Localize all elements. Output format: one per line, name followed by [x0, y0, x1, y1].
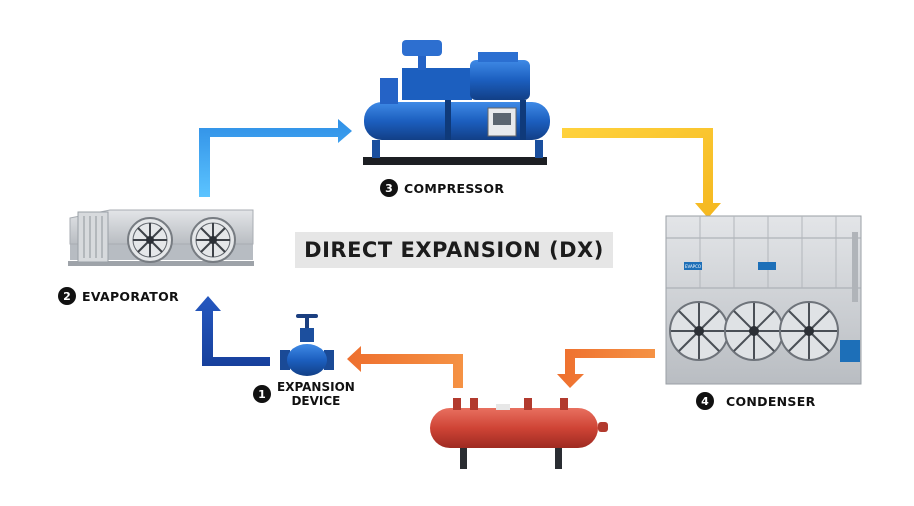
expansion-valve-illustration	[280, 314, 334, 376]
arrow-expansion-to-evaporator	[195, 296, 270, 366]
evaporator-label: 2 EVAPORATOR	[58, 287, 179, 305]
condenser-label: 4 CONDENSER	[696, 392, 816, 410]
arrow-compressor-to-condenser	[562, 128, 721, 218]
expansion-step-badge: 1	[253, 385, 271, 403]
expansion-text-line2: DEVICE	[291, 394, 341, 408]
compressor-text: COMPRESSOR	[404, 180, 505, 196]
condenser-illustration	[665, 215, 862, 385]
condenser-text: CONDENSER	[726, 393, 816, 409]
compressor-label: 3 COMPRESSOR	[380, 179, 504, 197]
evaporator-illustration	[68, 209, 254, 266]
evaporator-step-badge: 2	[58, 287, 76, 305]
arrow-receiver-to-expansion	[347, 346, 463, 388]
arrow-evaporator-to-compressor	[199, 119, 352, 197]
compressor-illustration	[363, 40, 550, 165]
condenser-step-badge: 4	[696, 392, 714, 410]
compressor-step-badge: 3	[380, 179, 398, 197]
evaporator-text: EVAPORATOR	[82, 288, 179, 304]
condenser-brand-plate: EVAPCO	[684, 264, 702, 269]
arrow-condenser-to-receiver	[557, 349, 655, 388]
expansion-text: EXPANSION DEVICE	[277, 380, 355, 408]
expansion-text-line1: EXPANSION	[277, 380, 355, 394]
expansion-device-label: 1 EXPANSION DEVICE	[253, 380, 355, 408]
receiver-tank-illustration	[430, 398, 608, 469]
diagram-title: DIRECT EXPANSION (DX)	[295, 232, 613, 268]
